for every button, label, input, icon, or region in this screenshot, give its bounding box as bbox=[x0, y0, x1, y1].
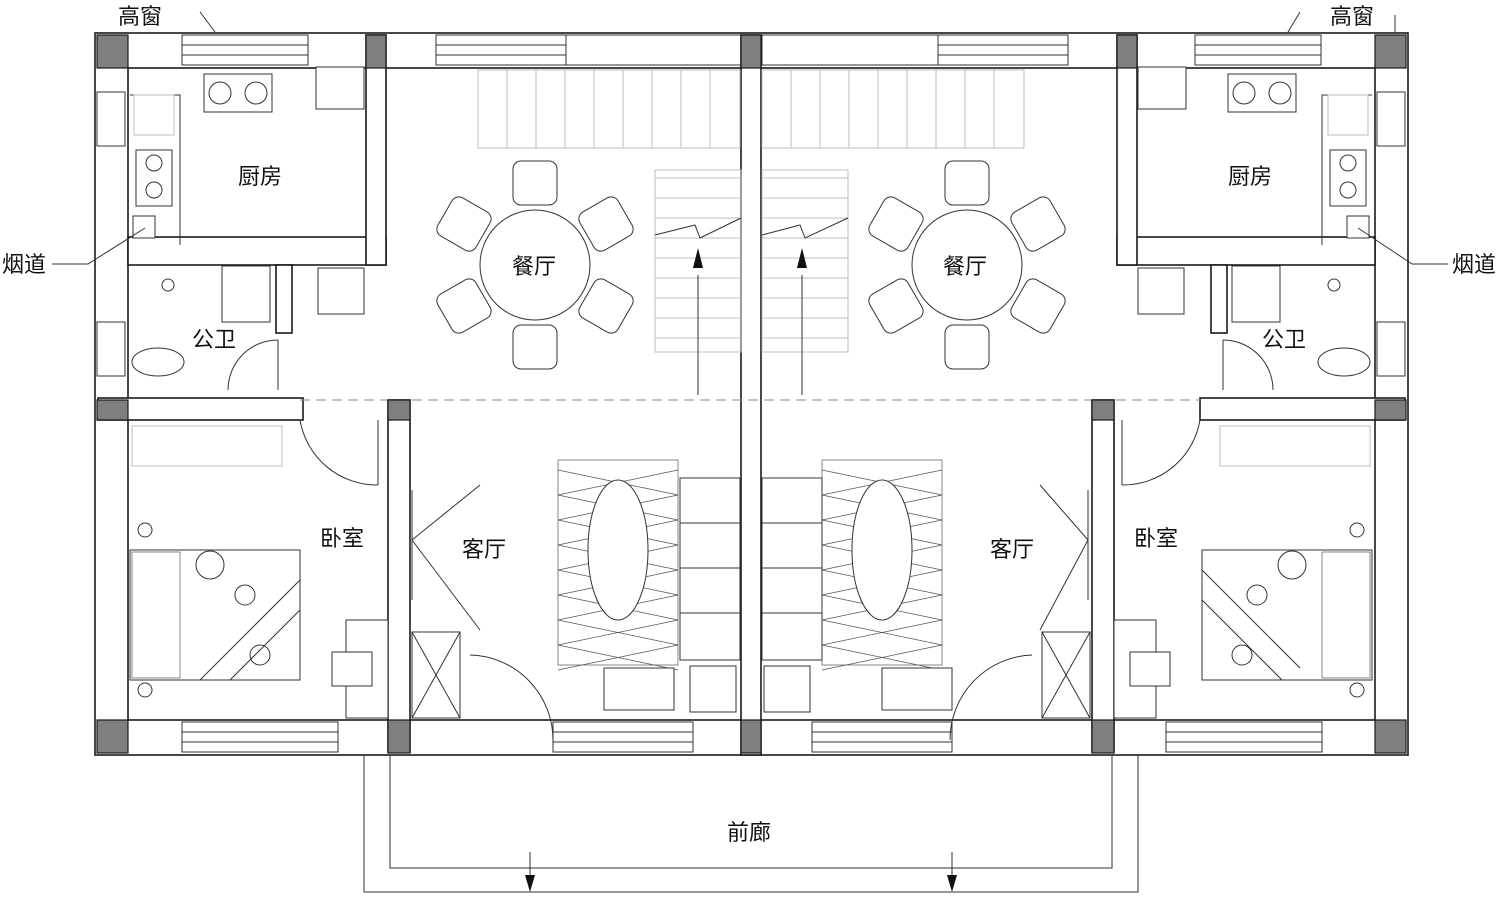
living-cabinets bbox=[411, 631, 1091, 719]
label-bath-left: 公卫 bbox=[192, 328, 236, 353]
bedroom-furniture-right bbox=[1113, 425, 1373, 719]
label-bath-right: 公卫 bbox=[1262, 328, 1306, 353]
sofa bbox=[679, 477, 741, 661]
leader-lines bbox=[52, 11, 1448, 265]
front-porch bbox=[363, 755, 1139, 893]
door-swings bbox=[227, 339, 1274, 741]
chair bbox=[868, 196, 924, 252]
label-kitchen-left: 厨房 bbox=[238, 165, 282, 190]
bedroom-furniture-left bbox=[129, 425, 389, 719]
chair bbox=[578, 196, 634, 252]
chair bbox=[512, 324, 558, 370]
label-bedroom-left: 卧室 bbox=[320, 527, 364, 552]
top-windows bbox=[181, 34, 1322, 66]
bottom-windows bbox=[181, 721, 1323, 753]
chair bbox=[1010, 196, 1066, 252]
interior-walls bbox=[97, 34, 1406, 756]
chair bbox=[1010, 278, 1066, 334]
dining-sets bbox=[436, 160, 1066, 370]
chair bbox=[436, 196, 492, 252]
kitchen-fixtures-left bbox=[130, 66, 365, 245]
sofa bbox=[761, 477, 823, 661]
label-dining-right: 餐厅 bbox=[943, 255, 987, 280]
columns bbox=[96, 34, 1407, 754]
label-dining-left: 餐厅 bbox=[512, 255, 556, 280]
living-sets bbox=[557, 459, 953, 713]
kitchen-fixtures-right bbox=[1137, 66, 1372, 245]
label-living-right: 客厅 bbox=[990, 538, 1034, 563]
chair bbox=[436, 278, 492, 334]
label-flue-right: 烟道 bbox=[1452, 253, 1496, 278]
bath-fixtures-right bbox=[1137, 265, 1371, 377]
armchair bbox=[603, 667, 675, 711]
chair bbox=[578, 278, 634, 334]
label-high-window-right: 高窗 bbox=[1330, 5, 1374, 30]
chair bbox=[944, 160, 990, 206]
label-high-window-left: 高窗 bbox=[118, 5, 162, 30]
side-table bbox=[763, 665, 811, 713]
chair bbox=[512, 160, 558, 206]
bath-fixtures-left bbox=[131, 265, 365, 377]
coffee-table bbox=[587, 479, 649, 621]
side-table bbox=[689, 665, 737, 713]
label-kitchen-right: 厨房 bbox=[1228, 165, 1272, 190]
side-windows bbox=[96, 91, 1406, 377]
coffee-table bbox=[851, 479, 913, 621]
living-set-left bbox=[557, 459, 741, 713]
living-set-right bbox=[761, 459, 953, 713]
chair bbox=[868, 278, 924, 334]
rug bbox=[557, 459, 679, 666]
label-living-left: 客厅 bbox=[462, 538, 506, 563]
chair bbox=[944, 324, 990, 370]
armchair bbox=[881, 667, 953, 711]
stair-arrows bbox=[654, 217, 849, 395]
label-porch: 前廊 bbox=[727, 821, 771, 846]
label-flue-left: 烟道 bbox=[2, 253, 46, 278]
label-bedroom-right: 卧室 bbox=[1134, 527, 1178, 552]
dining-set-right bbox=[868, 160, 1066, 370]
dining-set-left bbox=[436, 160, 634, 370]
